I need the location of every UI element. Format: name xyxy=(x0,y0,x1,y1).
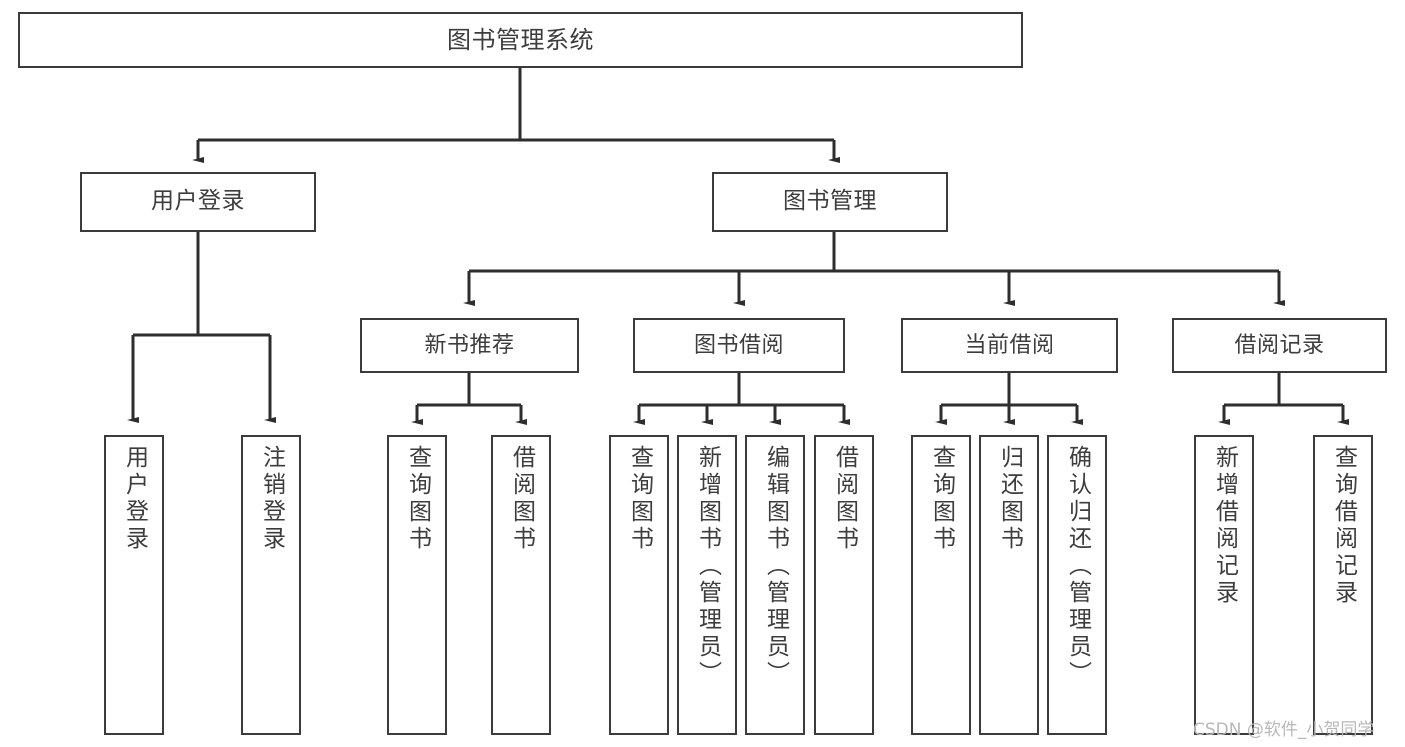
node-leaf-logout-login[interactable]: 注销登录 xyxy=(241,435,301,735)
node-leaf-add-book-label: 新增图书（管理员） xyxy=(694,445,721,688)
node-borrow-record-label: 借阅记录 xyxy=(1234,332,1325,358)
node-leaf-confirm-return-label: 确认归还（管理员） xyxy=(1064,445,1091,688)
node-leaf-query-borrow-record-label: 查询借阅记录 xyxy=(1330,445,1357,607)
node-leaf-user-login[interactable]: 用户登录 xyxy=(104,435,164,735)
node-leaf-add-borrow-record[interactable]: 新增借阅记录 xyxy=(1194,435,1254,735)
node-borrow-record[interactable]: 借阅记录 xyxy=(1172,318,1387,373)
node-leaf-add-borrow-record-label: 新增借阅记录 xyxy=(1211,445,1238,607)
node-leaf-borrow-book-1[interactable]: 借阅图书 xyxy=(491,435,551,735)
node-leaf-return-book[interactable]: 归还图书 xyxy=(979,435,1039,735)
node-new-book-recommend-label: 新书推荐 xyxy=(424,332,515,358)
node-book-borrow-label: 图书借阅 xyxy=(693,332,784,358)
node-leaf-user-login-label: 用户登录 xyxy=(121,445,148,553)
node-current-borrow[interactable]: 当前借阅 xyxy=(901,318,1118,373)
node-leaf-edit-book[interactable]: 编辑图书（管理员） xyxy=(745,435,805,735)
node-root-label: 图书管理系统 xyxy=(447,25,594,54)
node-new-book-recommend[interactable]: 新书推荐 xyxy=(360,318,579,373)
node-leaf-logout-login-label: 注销登录 xyxy=(258,445,285,553)
watermark-text: CSDN @软件_小贺同学 xyxy=(1193,720,1375,740)
node-leaf-query-book-1[interactable]: 查询图书 xyxy=(387,435,447,735)
node-leaf-query-book-3[interactable]: 查询图书 xyxy=(911,435,971,735)
node-leaf-query-book-2-label: 查询图书 xyxy=(626,445,653,553)
node-leaf-query-book-1-label: 查询图书 xyxy=(404,445,431,553)
node-current-borrow-label: 当前借阅 xyxy=(964,332,1055,358)
node-root[interactable]: 图书管理系统 xyxy=(18,12,1023,68)
node-book-borrow[interactable]: 图书借阅 xyxy=(633,318,845,373)
node-book-management[interactable]: 图书管理 xyxy=(712,172,948,232)
node-leaf-query-book-2[interactable]: 查询图书 xyxy=(609,435,669,735)
node-leaf-borrow-book-2[interactable]: 借阅图书 xyxy=(814,435,874,735)
node-leaf-confirm-return[interactable]: 确认归还（管理员） xyxy=(1047,435,1107,735)
node-leaf-borrow-book-1-label: 借阅图书 xyxy=(508,445,535,553)
node-leaf-add-book[interactable]: 新增图书（管理员） xyxy=(677,435,737,735)
node-leaf-query-borrow-record[interactable]: 查询借阅记录 xyxy=(1313,435,1373,735)
node-user-login-label: 用户登录 xyxy=(151,188,245,215)
node-leaf-return-book-label: 归还图书 xyxy=(996,445,1023,553)
node-leaf-borrow-book-2-label: 借阅图书 xyxy=(831,445,858,553)
node-leaf-edit-book-label: 编辑图书（管理员） xyxy=(762,445,789,688)
node-leaf-query-book-3-label: 查询图书 xyxy=(928,445,955,553)
node-user-login[interactable]: 用户登录 xyxy=(80,172,316,232)
node-book-management-label: 图书管理 xyxy=(783,188,877,215)
